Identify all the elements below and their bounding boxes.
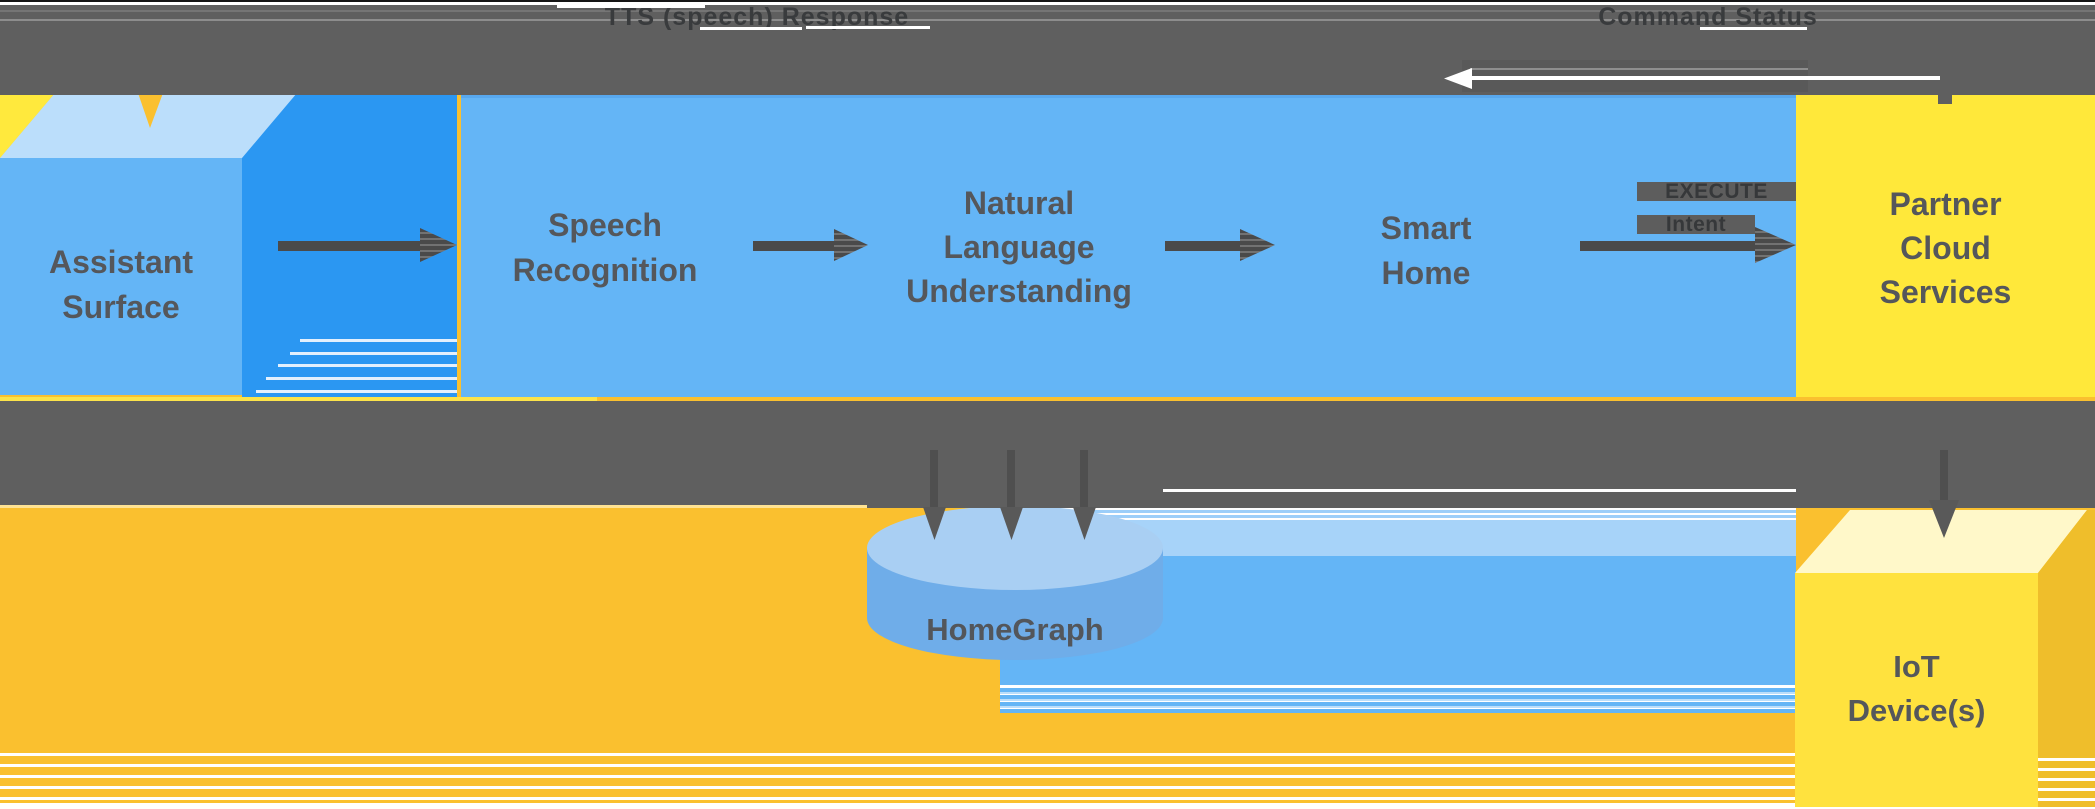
label-line: Recognition	[512, 252, 698, 288]
label-line: Language	[943, 229, 1095, 265]
band-streak-artifact	[0, 19, 2095, 21]
google-assistant-panel	[461, 95, 1796, 397]
white-underline-fragment	[700, 27, 802, 30]
label-line: Assistant	[48, 244, 194, 280]
label-line: Surface	[62, 289, 180, 325]
blue-band-bottom-stripes	[1000, 688, 1796, 713]
node-assistant-surface-label: Assistant Surface	[0, 240, 242, 330]
node-iot-devices-label: IoT Device(s)	[1795, 645, 2038, 733]
stair-artifact	[266, 377, 457, 380]
top-edge-white-line	[0, 2, 2095, 5]
middle-arrow-band	[0, 401, 2095, 508]
annotation-execute-intent-line1: EXECUTE	[1637, 181, 1796, 202]
middle-band-yellow-line	[0, 505, 867, 508]
homegraph-arrow-shaft-icon	[930, 450, 938, 508]
white-line-fragment	[557, 5, 705, 8]
iot-side-stripe-artifact	[2038, 751, 2095, 803]
command-status-arrow-line	[1470, 68, 1808, 70]
node-speech-recognition-label: Speech Recognition	[455, 203, 755, 293]
label-line: Natural	[963, 185, 1075, 221]
homegraph-arrow-shaft-icon	[1007, 450, 1015, 508]
label-line: IoT	[1893, 649, 1940, 684]
label-line: Cloud	[1900, 230, 1991, 266]
bottom-stripe-artifact	[0, 745, 2095, 803]
partner-box-connector-tick	[1938, 95, 1952, 104]
label-line: Partner	[1889, 186, 2002, 222]
stair-artifact	[290, 352, 457, 355]
top-edge-black-line	[0, 0, 2095, 2]
node-assistant-surface	[0, 158, 242, 395]
node-partner-cloud-services	[1796, 95, 2095, 397]
node-iot-devices	[1795, 573, 2038, 807]
node-partner-cloud-services-label: Partner Cloud Services	[1796, 182, 2095, 314]
label-line: Device(s)	[1847, 693, 1986, 728]
node-homegraph-label: HomeGraph	[926, 612, 1104, 647]
stair-artifact	[256, 390, 457, 393]
white-underline-fragment	[1700, 27, 1807, 30]
left-arrow-icon	[1444, 68, 1472, 89]
yellow-sliver-artifact	[0, 397, 597, 401]
arrow-assistant-to-speech-shaft	[278, 241, 420, 251]
band-streak-artifact	[0, 10, 2095, 12]
arrow-smarthome-to-partner-shaft	[1580, 241, 1755, 251]
label-line: Smart	[1380, 210, 1472, 246]
middle-band-white-line	[1163, 489, 1796, 492]
command-status-return-arrow-shaft-icon	[1470, 76, 1940, 80]
annotation-command-status: Command Status	[1598, 3, 1818, 31]
node-natural-language-understanding-label: Natural Language Understanding	[869, 181, 1169, 313]
bottom-white-strip	[0, 803, 2095, 809]
arrow-speech-to-nlu-shaft	[753, 241, 834, 251]
label-line: Home	[1381, 255, 1471, 291]
label-line: Understanding	[906, 273, 1132, 309]
label-line: Speech	[548, 207, 662, 243]
node-smart-home-label: Smart Home	[1276, 206, 1576, 296]
homegraph-arrow-shaft-icon	[1080, 450, 1088, 508]
top-arrow-band: TTS (speech) Response Command Status	[0, 0, 2095, 95]
stair-artifact	[278, 364, 457, 367]
blue-band-white-line	[1000, 685, 1796, 688]
blue-band-top-stripes	[1000, 508, 1796, 520]
iot-arrow-shaft-icon	[1940, 450, 1948, 508]
stair-artifact	[300, 339, 457, 342]
white-underline-fragment	[806, 26, 930, 29]
label-line: Services	[1879, 274, 2012, 310]
arrow-nlu-to-smarthome-shaft	[1165, 241, 1240, 251]
annotation-execute-intent-line2: Intent	[1637, 214, 1755, 235]
